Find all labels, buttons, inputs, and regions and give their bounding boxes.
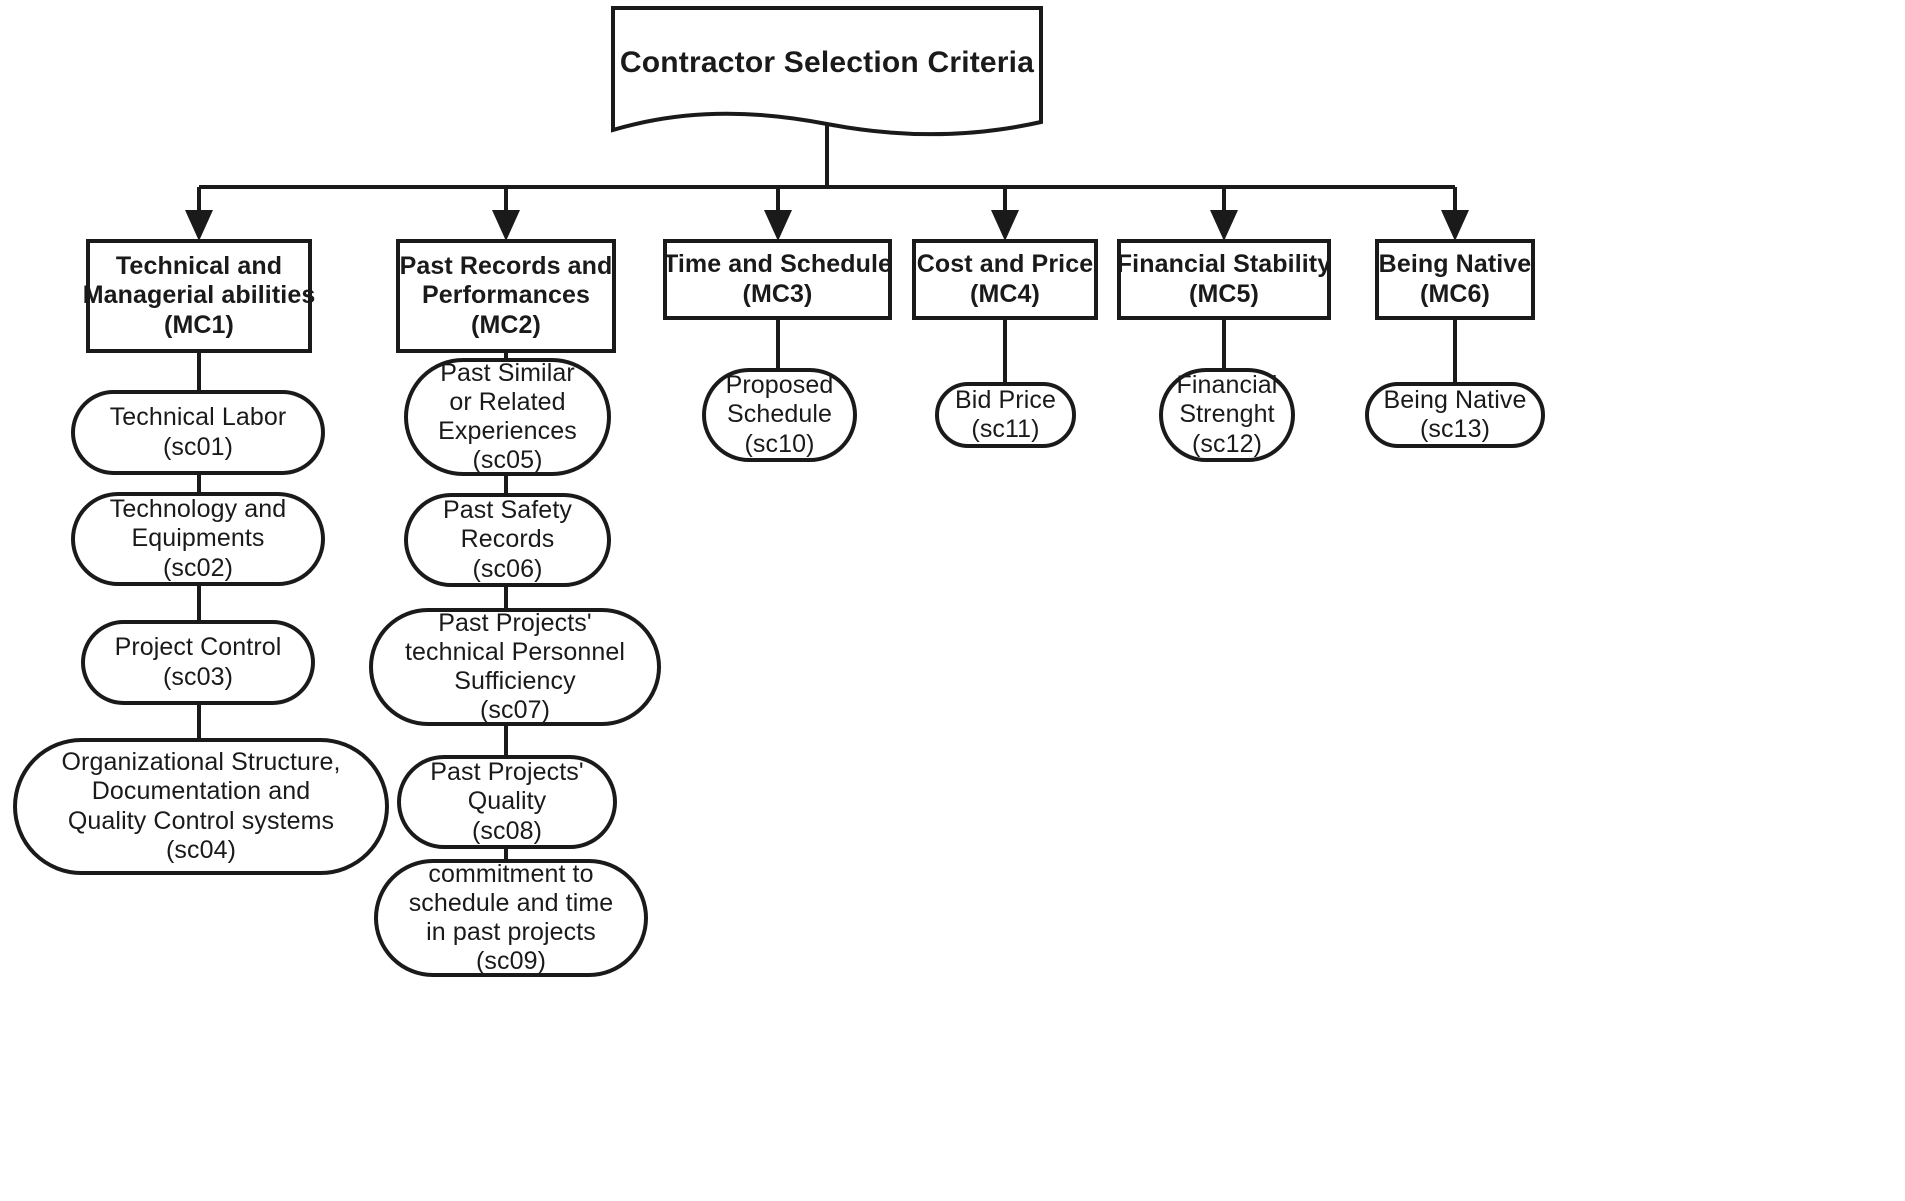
arrowhead-mc3-icon <box>764 210 792 241</box>
arrowhead-mc2-icon <box>492 210 520 241</box>
node-mc6-shape[interactable] <box>1375 239 1535 320</box>
node-sc03-shape[interactable] <box>81 620 315 705</box>
arrowhead-mc6-icon <box>1441 210 1469 241</box>
node-mc4-shape[interactable] <box>912 239 1098 320</box>
node-mc1-shape[interactable] <box>86 239 312 353</box>
node-sc01-shape[interactable] <box>71 390 325 475</box>
node-sc04-shape[interactable] <box>13 738 389 875</box>
node-sc05-shape[interactable] <box>404 358 611 476</box>
node-mc5-shape[interactable] <box>1117 239 1331 320</box>
node-sc09-shape[interactable] <box>374 859 648 977</box>
node-mc3-shape[interactable] <box>663 239 892 320</box>
arrowhead-mc4-icon <box>991 210 1019 241</box>
node-sc12-shape[interactable] <box>1159 368 1295 462</box>
node-mc2-shape[interactable] <box>396 239 616 353</box>
node-sc11-shape[interactable] <box>935 382 1076 448</box>
node-sc06-shape[interactable] <box>404 493 611 587</box>
arrowhead-mc5-icon <box>1210 210 1238 241</box>
node-sc02-shape[interactable] <box>71 492 325 586</box>
node-sc13-shape[interactable] <box>1365 382 1545 448</box>
goal-node-shape <box>611 6 1043 137</box>
arrowhead-mc1-icon <box>185 210 213 241</box>
node-sc10-shape[interactable] <box>702 368 857 462</box>
node-sc08-shape[interactable] <box>397 755 617 849</box>
node-sc07-shape[interactable] <box>369 608 661 726</box>
